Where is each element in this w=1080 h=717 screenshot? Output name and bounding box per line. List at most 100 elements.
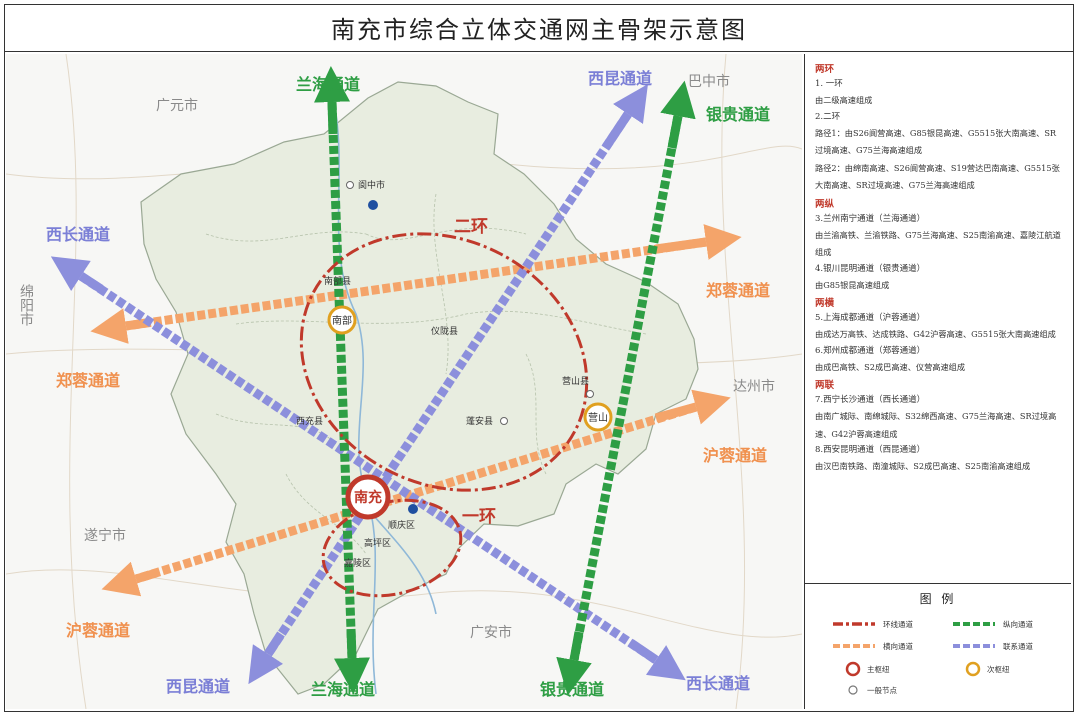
label-xikun-north: 西昆通道 [588, 69, 652, 88]
section-item: 6.郑州成都通道（郑蓉通道） [815, 345, 926, 356]
label-yingui-south: 银贵通道 [540, 680, 604, 699]
xichang-arrow-south [628, 639, 686, 681]
section-item: 8.西安昆明通道（西昆通道） [815, 445, 926, 455]
section-heading: 两环 [815, 64, 835, 75]
ring-labels: 二环 一环 [454, 217, 496, 527]
corridor-labels: 兰海通道 兰海通道 银贵通道 银贵通道 西昆通道 西昆通道 西长通道 西长通道 … [46, 69, 770, 699]
section-item: 3.兰州南宁通道（兰海通道） [815, 213, 926, 224]
yingui-arrow-north [660, 80, 696, 149]
title-bar: 南充市综合立体交通网主骨架示意图 [4, 4, 1074, 52]
legend-title: 图 例 [919, 592, 957, 606]
lanhai-arrow-north [314, 66, 350, 135]
xichang-corridor-line [78, 272, 659, 664]
page-frame [4, 4, 1074, 712]
section-heading: 两横 [815, 298, 835, 309]
section-text: 由成巴高铁、S2成巴高速、仪营高速组成 [815, 361, 966, 372]
section-text: 由兰渝高铁、兰渝铁路、G75兰海高速、S25南渝高速、嘉陵江航道组成 [815, 229, 1061, 258]
legend-vertical-label: 纵向通道 [1003, 620, 1033, 629]
place-gaoping: 高坪区 [364, 537, 391, 549]
zhengrong-corridor-line [125, 237, 707, 331]
section-item: 2.二环 [815, 111, 841, 122]
label-xikun-south: 西昆通道 [166, 677, 230, 696]
legend-node-label: 一般节点 [867, 686, 897, 695]
hub-nanbu-label: 南部 [332, 314, 352, 327]
diagonal-corridors [50, 84, 686, 685]
section-text: 由南广城际、南绵城际、S32绵西高速、G75兰海高速、SR过境高速、G42沪蓉高… [815, 411, 1057, 439]
neighbor-dazhou: 达州市 [733, 378, 775, 395]
section-text: 路径1：由S26阆营高速、G85银昆高速、G5515张大南高速、SR过境高速、G… [815, 127, 1057, 156]
zhengrong-arrow-west [90, 308, 147, 344]
label-xichang-north: 西长通道 [46, 225, 110, 244]
place-penan: 蓬安县 [466, 415, 493, 427]
section-text: 由成达万高铁、达成铁路、G42沪蓉高速、G5515张大南高速组成 [815, 329, 1056, 339]
county-places: 阆中市 南部县 仪陇县 营山县 蓬安县 西充县 顺庆区 高坪区 嘉陵区 [296, 179, 594, 569]
neighbor-suining: 遂宁市 [84, 527, 126, 544]
xikun-arrow-south [248, 631, 285, 685]
section-item: 1. 一环 [815, 79, 843, 89]
neighbor-cities: 广元市 巴中市 达州市 遂宁市 广安市 绵阳市 [18, 73, 775, 641]
airport-icon [408, 504, 418, 514]
label-inner-ring: 一环 [462, 507, 496, 527]
section-text: 路径2：由绵南高速、S26阆营高速、S19营达巴南高速、G5515张大南高速、S… [815, 162, 1060, 191]
place-jialing: 嘉陵区 [344, 557, 371, 569]
airport-icons [368, 200, 418, 514]
legend-sub-hub-icon [965, 661, 981, 677]
neighbor-guangan: 广安市 [470, 624, 512, 641]
legend-ring-label: 环线通道 [883, 620, 913, 629]
description-panel: 两环 1. 一环 由二级高速组成 2.二环 路径1：由S26阆营高速、G85银昆… [805, 54, 1071, 581]
section-item: 7.西宁长沙通道（西长通道） [815, 395, 926, 405]
horizontal-corridors [90, 224, 742, 597]
label-hurong-west: 沪蓉通道 [66, 621, 130, 640]
section-heading: 两联 [815, 380, 835, 391]
label-zhengrong-east: 郑蓉通道 [706, 281, 770, 300]
airport-icon [368, 200, 378, 210]
neighbor-guangyuan: 广元市 [156, 97, 198, 114]
xikun-arrow-north [602, 84, 648, 150]
lanhai-corridor-line [327, 101, 357, 659]
hub-nanbu: 南部 [327, 305, 357, 335]
legend-horizontal-label: 横向通道 [883, 642, 913, 651]
nanchong-region [140, 81, 699, 695]
vertical-corridors [314, 66, 696, 696]
zhengrong-arrow-east [655, 224, 742, 260]
legend: 图 例 环线通道 纵向通道 横向通道 联系通道 主枢纽 次枢纽 一般节点 [805, 583, 1071, 709]
label-yingui-north: 银贵通道 [706, 105, 770, 124]
legend-main-hub-icon [845, 661, 861, 677]
hurong-arrow-west [101, 561, 158, 597]
legend-sub-hub-label: 次枢纽 [987, 665, 1010, 674]
side-panel: 两环 1. 一环 由二级高速组成 2.二环 路径1：由S26阆营高速、G85银昆… [804, 54, 1072, 709]
label-outer-ring: 二环 [454, 217, 488, 237]
section-heading: 两纵 [815, 198, 835, 210]
legend-swatches [833, 622, 995, 695]
section-item: 5.上海成都通道（沪蓉通道） [815, 313, 926, 323]
label-lanhai-north: 兰海通道 [296, 75, 360, 94]
map-canvas: 阆中市 南部县 仪陇县 营山县 蓬安县 西充县 顺庆区 高坪区 嘉陵区 广元市 … [6, 54, 802, 709]
hurong-corridor-line [134, 402, 698, 584]
legend-node-icon [848, 685, 858, 695]
section-text: 由二级高速组成 [815, 95, 873, 105]
xikun-corridor-line [264, 111, 632, 657]
yingui-corridor-line [569, 115, 683, 661]
place-langzhong: 阆中市 [358, 179, 385, 191]
label-hurong-east: 沪蓉通道 [703, 446, 767, 465]
map-title: 南充市综合立体交通网主骨架示意图 [331, 16, 747, 44]
legend-main-hub-label: 主枢纽 [867, 665, 890, 674]
section-text: 由汉巴南铁路、南潼城际、S2成巴高速、S25南渝高速组成 [815, 461, 1031, 471]
map-area: 阆中市 南部县 仪陇县 营山县 蓬安县 西充县 顺庆区 高坪区 嘉陵区 广元市 … [6, 54, 802, 709]
hurong-arrow-east [654, 389, 731, 425]
hub-nanchong-label: 南充 [354, 489, 382, 506]
place-yilong: 仪陇县 [431, 325, 458, 337]
neighbor-bazhong: 巴中市 [688, 73, 730, 90]
label-zhengrong-west: 郑蓉通道 [56, 371, 120, 390]
neighbor-mianyang: 绵阳市 [18, 283, 34, 326]
place-nanbu-county: 南部县 [324, 275, 351, 287]
label-xichang-south: 西长通道 [686, 674, 750, 693]
place-shunqing: 顺庆区 [388, 519, 415, 531]
lanhai-arrow-south [334, 628, 370, 694]
section-text: 由G85银昆高速组成 [815, 279, 890, 290]
hub-nanchong: 南充 [345, 474, 391, 520]
section-item: 4.银川昆明通道（银贵通道） [815, 263, 926, 274]
xichang-arrow-north [50, 256, 104, 293]
hub-yingshan-label: 营山 [588, 411, 608, 424]
place-yingshan-county: 营山县 [562, 375, 589, 387]
